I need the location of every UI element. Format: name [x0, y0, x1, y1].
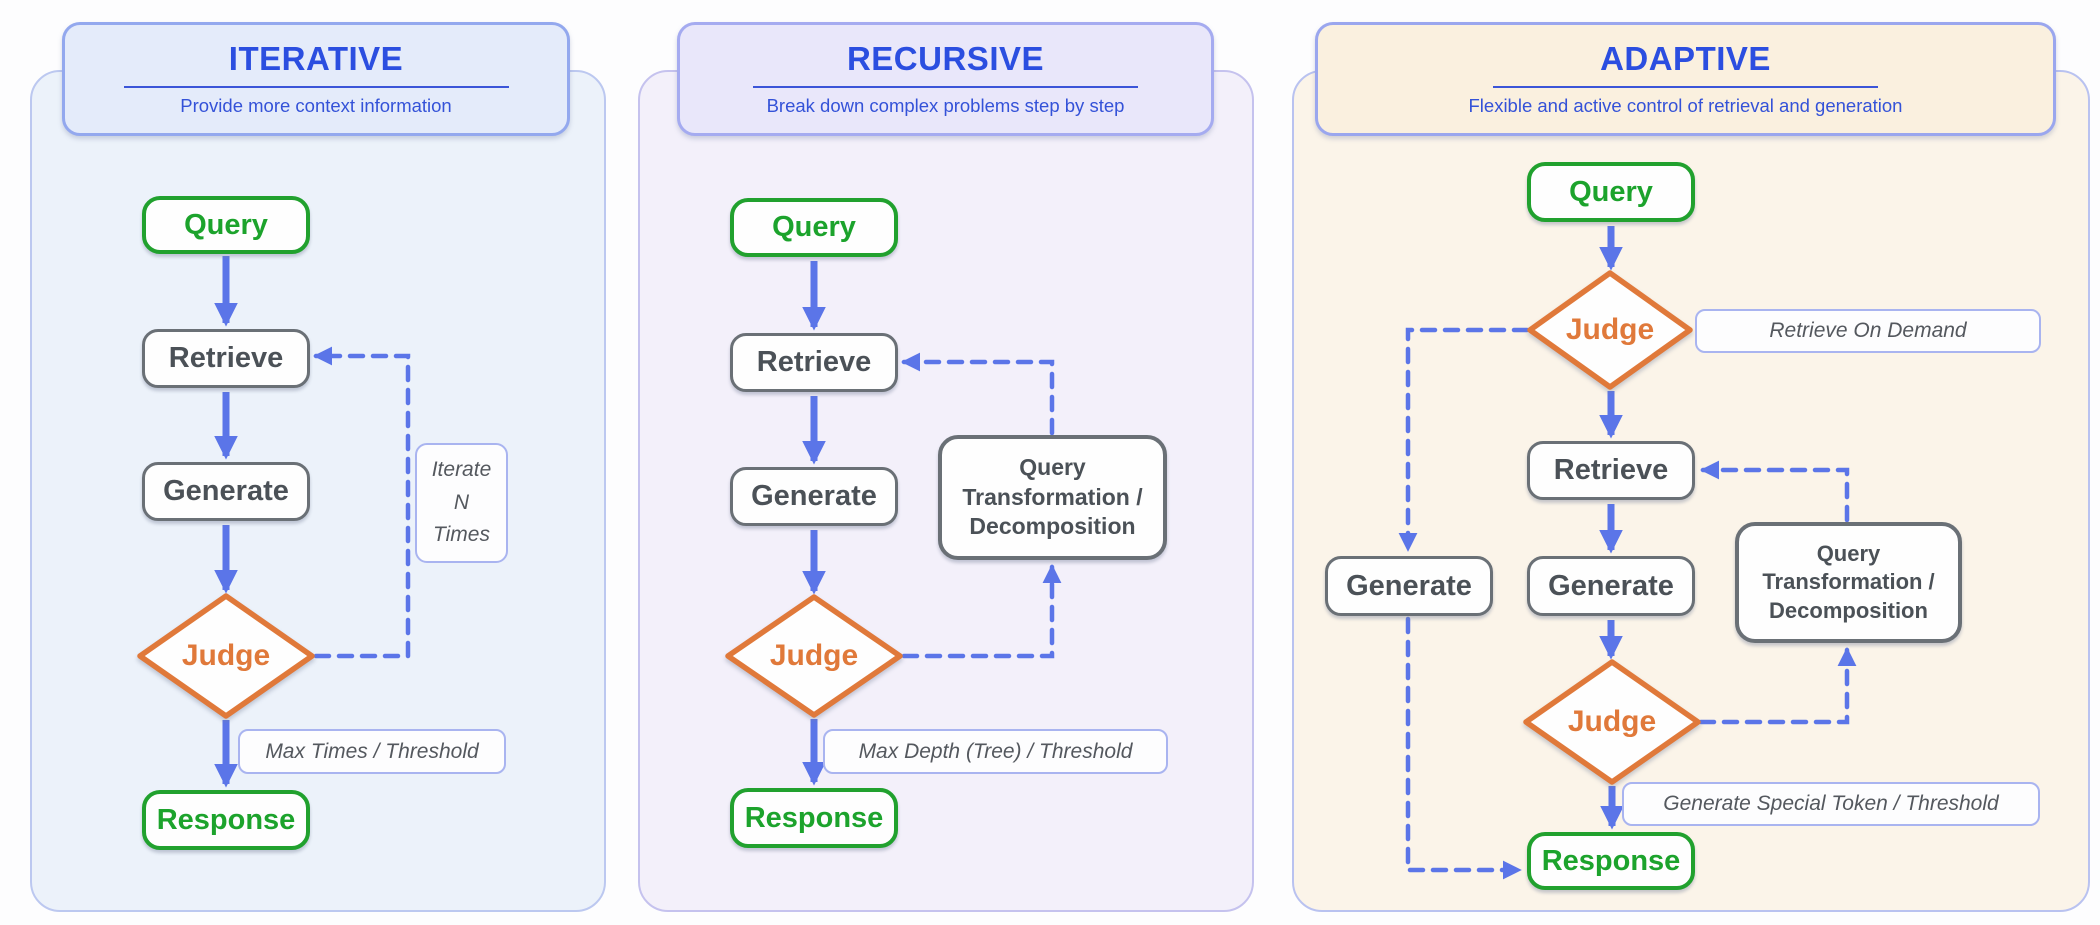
adaptive-generate-node: Generate [1527, 556, 1695, 616]
panel-title: RECURSIVE [846, 40, 1045, 78]
panel-subtitle: Break down complex problems step by step [766, 94, 1125, 116]
iterative-exit-condition-label: Max Times / Threshold [238, 729, 506, 774]
panel-subtitle: Provide more context information [180, 94, 452, 116]
title-underline [753, 85, 1138, 88]
recursive-response-node: Response [730, 788, 898, 848]
title-underline [1493, 85, 1878, 88]
adaptive-judge-output-node-label: Judge [1567, 705, 1657, 738]
iterative-loop-count-label: Iterate N Times [415, 443, 508, 563]
recursive-retrieve-node: Retrieve [730, 333, 898, 392]
adaptive-query-node: Query [1527, 162, 1695, 222]
title-underline [123, 85, 509, 88]
iterative-response-node: Response [142, 790, 310, 850]
recursive-query-node: Query [730, 198, 898, 257]
iterative-query-node: Query [142, 196, 310, 254]
recursive-judge-node-label: Judge [769, 639, 859, 672]
adaptive-retrieve-node: Retrieve [1527, 441, 1695, 500]
recursive-query-transformation-node: Query Transformation / Decomposition [938, 435, 1167, 560]
recursive-generate-node: Generate [730, 467, 898, 526]
panel-title: ADAPTIVE [1600, 40, 1771, 78]
recursive-header: RECURSIVE Break down complex problems st… [677, 22, 1214, 136]
iterative-panel [30, 70, 606, 912]
adaptive-retrieve-on-demand-label: Retrieve On Demand [1695, 309, 2041, 353]
adaptive-exit-condition-label: Generate Special Token / Threshold [1622, 782, 2040, 826]
iterative-generate-node: Generate [142, 462, 310, 521]
adaptive-header: ADAPTIVE Flexible and active control of … [1315, 22, 2056, 136]
adaptive-judge-retrieval-node-label: Judge [1565, 313, 1655, 346]
adaptive-generate-direct-node: Generate [1325, 556, 1493, 616]
iterative-header: ITERATIVE Provide more context informati… [62, 22, 570, 136]
iterative-retrieve-node: Retrieve [142, 329, 310, 388]
adaptive-query-transformation-node: Query Transformation / Decomposition [1735, 522, 1962, 643]
recursive-exit-condition-label: Max Depth (Tree) / Threshold [823, 729, 1168, 774]
adaptive-response-node: Response [1527, 832, 1695, 890]
iterative-judge-node-label: Judge [181, 639, 271, 672]
panel-subtitle: Flexible and active control of retrieval… [1468, 94, 1903, 116]
panel-title: ITERATIVE [228, 40, 404, 78]
